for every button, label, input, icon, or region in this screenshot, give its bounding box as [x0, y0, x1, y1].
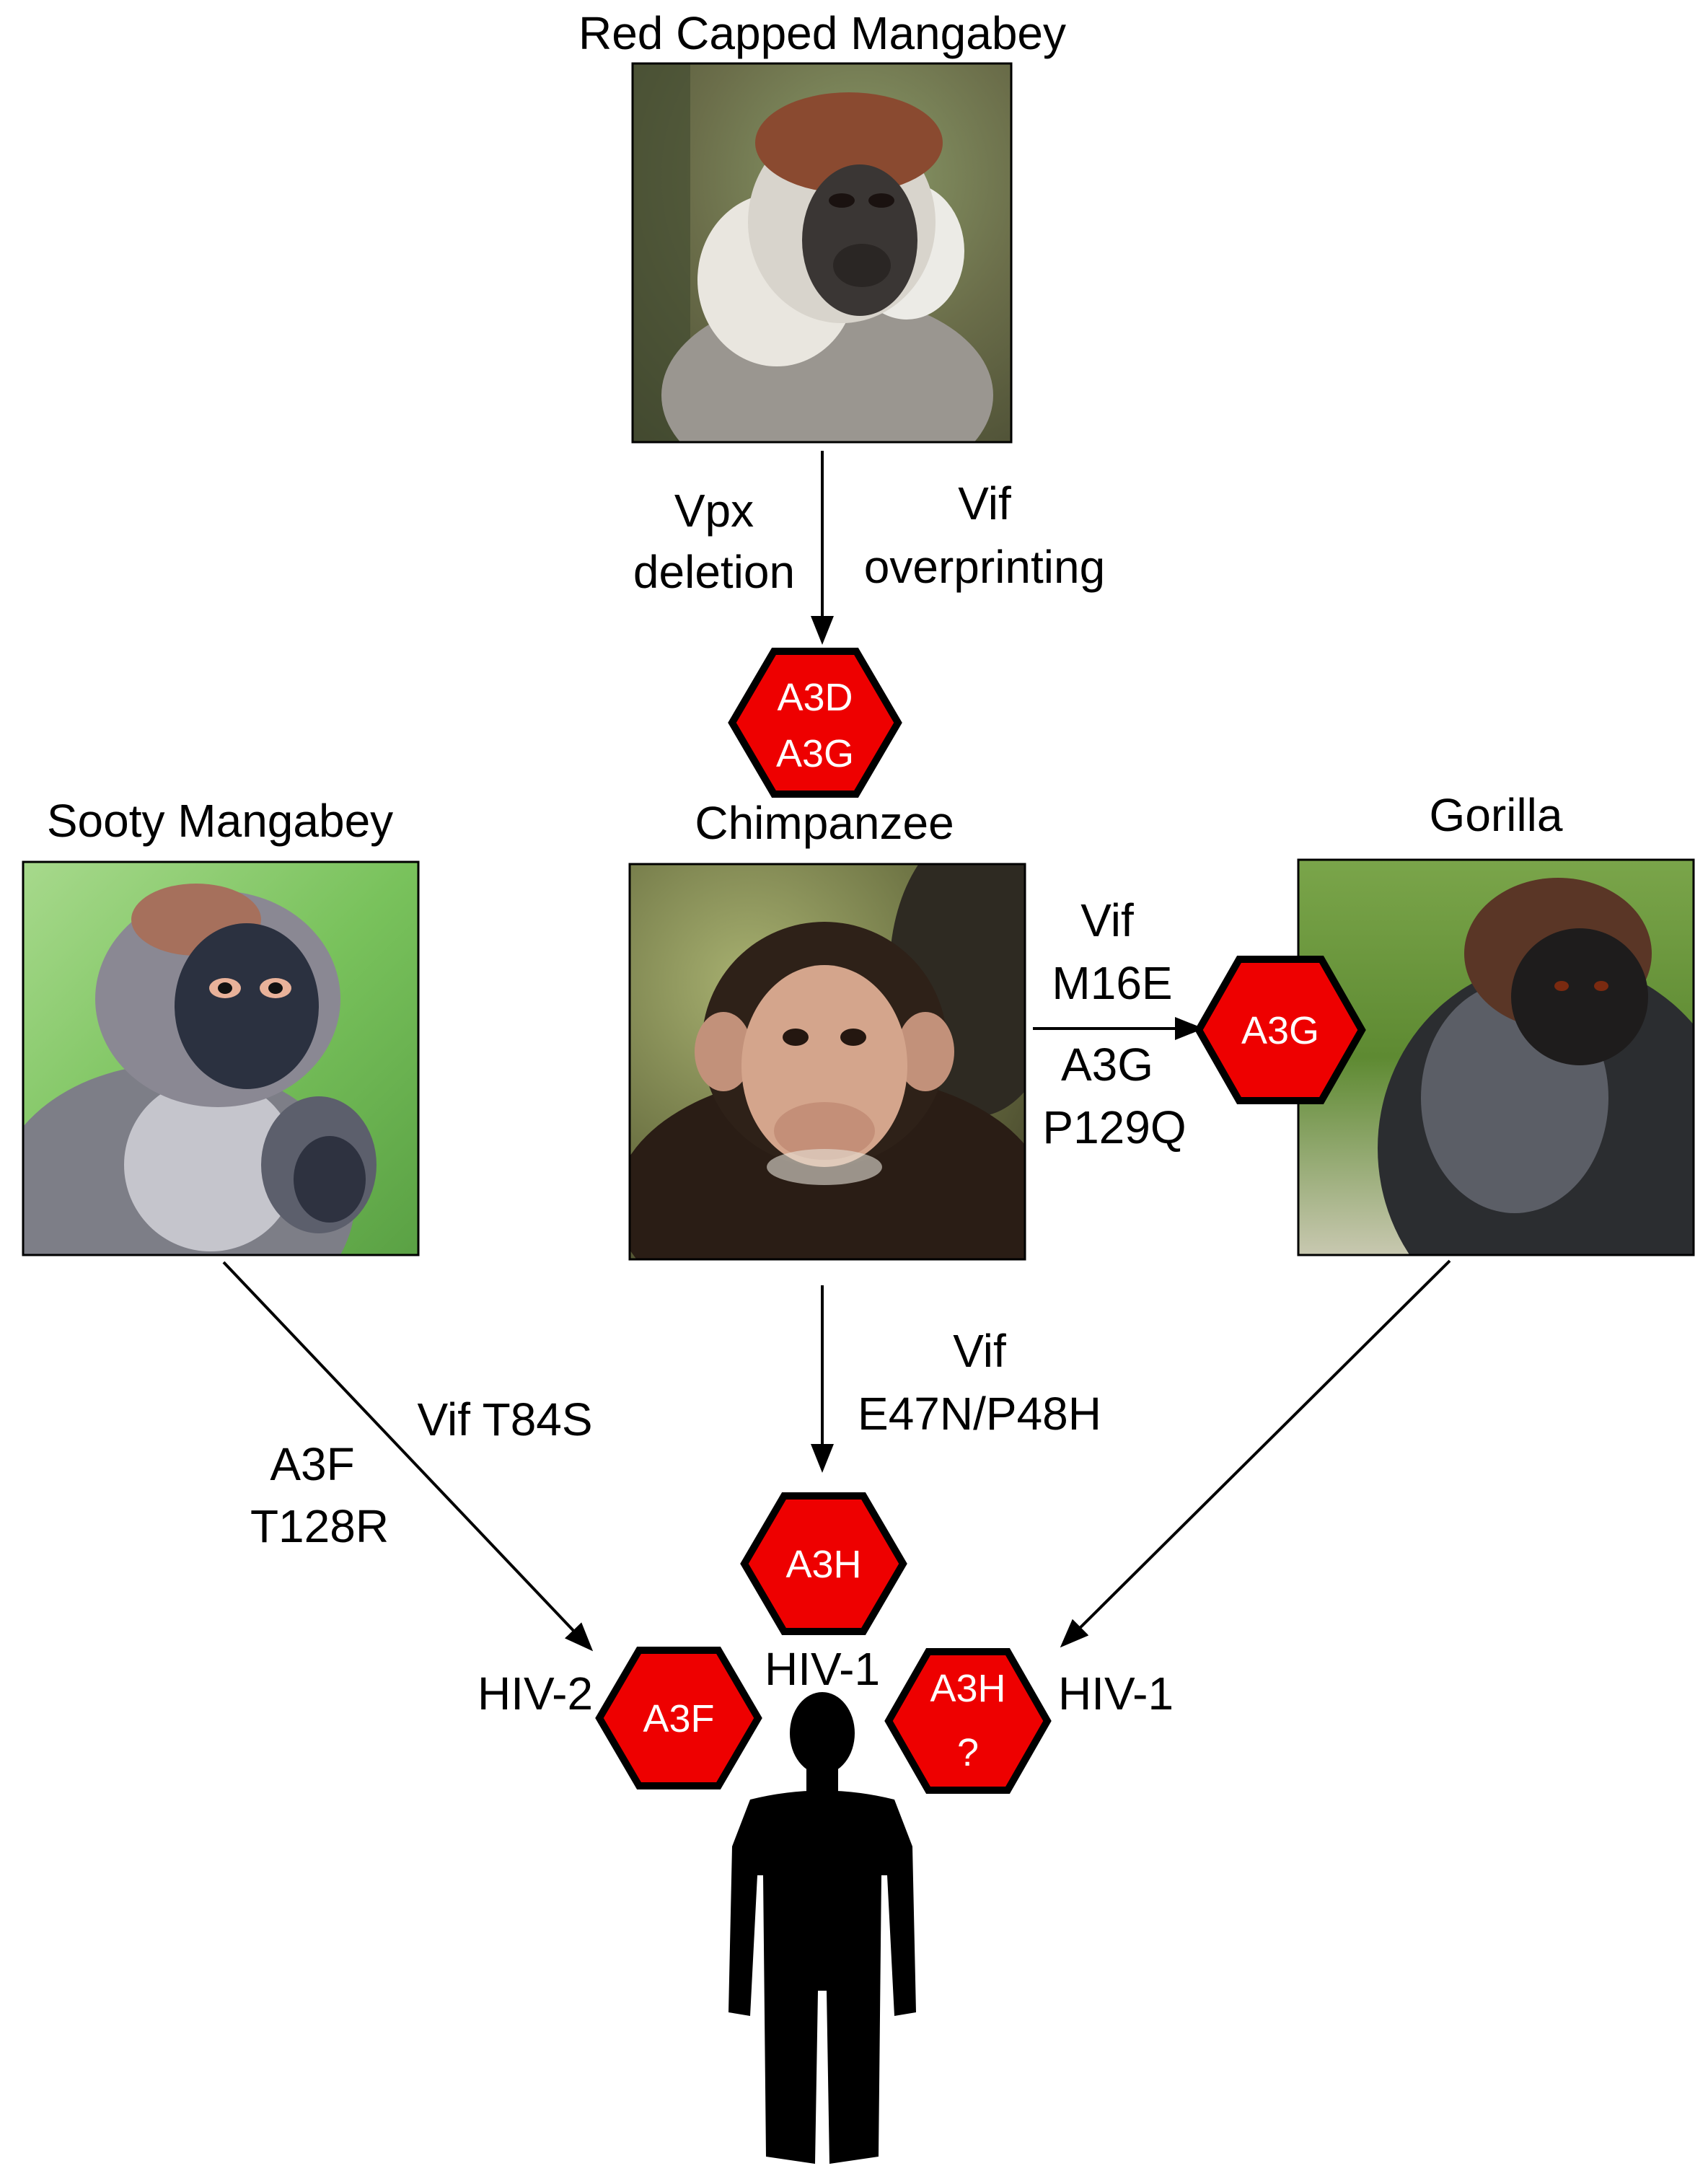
red-capped-mangabey-photo — [631, 62, 1013, 444]
label-a3f-sooty: A3F — [270, 1438, 354, 1490]
hex-human-left-label: A3F — [643, 1697, 714, 1740]
arrow-gorilla-to-human — [1060, 1259, 1451, 1648]
label-vpx: Vpx — [674, 485, 754, 537]
label-hiv2: HIV-2 — [477, 1668, 593, 1720]
label-e47n-p48h: E47N/P48H — [858, 1388, 1101, 1440]
hexagon-gorilla: A3G — [1194, 956, 1366, 1104]
species-red-capped-mangabey: Red Capped Mangabey — [578, 7, 1066, 59]
chimpanzee-photo — [628, 863, 1026, 1261]
hex-human-right-line2: ? — [957, 1731, 979, 1774]
hexagon-top: A3D A3G — [728, 648, 902, 798]
species-sooty-mangabey: Sooty Mangabey — [47, 795, 393, 847]
label-deletion: deletion — [633, 546, 795, 598]
hex-gorilla-label: A3G — [1241, 1009, 1319, 1052]
label-vif-top: Vif — [958, 477, 1011, 529]
label-t128r: T128R — [250, 1500, 389, 1552]
sooty-mangabey-photo — [22, 860, 420, 1256]
label-hiv1-right: HIV-1 — [1058, 1668, 1174, 1720]
gorilla-photo — [1297, 858, 1695, 1256]
label-a3g-gorilla: A3G — [1061, 1039, 1153, 1091]
label-m16e: M16E — [1052, 957, 1172, 1009]
arrow-sooty-to-human — [222, 1261, 594, 1652]
human-silhouette — [728, 1692, 916, 2164]
label-hiv1-center: HIV-1 — [765, 1643, 880, 1695]
hex-human-center-label: A3H — [785, 1543, 861, 1586]
hex-top-line1: A3D — [777, 676, 853, 719]
hexagon-human-left: A3F — [595, 1647, 762, 1789]
label-overprinting: overprinting — [864, 541, 1105, 593]
arrows — [222, 451, 1451, 1652]
label-vif-gorilla: Vif — [1080, 894, 1134, 946]
hexagon-human-right: A3H ? — [884, 1648, 1052, 1794]
label-vif-chimp: Vif — [953, 1325, 1006, 1377]
label-vif-t84s: Vif T84S — [417, 1393, 592, 1445]
hex-human-right-line1: A3H — [930, 1667, 1005, 1710]
hex-top-line2: A3G — [776, 732, 854, 775]
label-p129q: P129Q — [1042, 1101, 1186, 1153]
species-gorilla: Gorilla — [1430, 789, 1563, 841]
hexagon-human-center: A3H — [740, 1492, 907, 1635]
species-chimpanzee: Chimpanzee — [695, 797, 954, 849]
